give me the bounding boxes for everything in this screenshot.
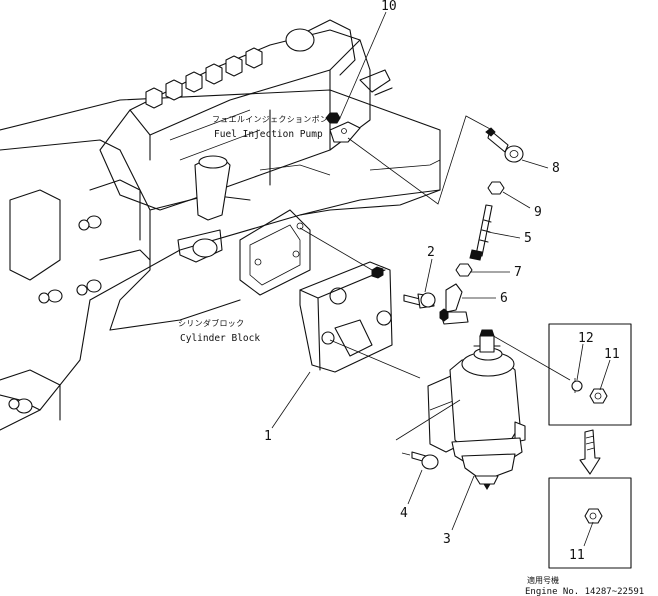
part-number-3: 3 — [443, 532, 451, 547]
cylinder-block-outline — [0, 89, 441, 431]
leader-lines — [271, 11, 611, 547]
part-number-9: 9 — [534, 205, 542, 220]
cylinder-block-label-en: Cylinder Block — [180, 333, 260, 344]
part-number-6: 6 — [500, 291, 508, 306]
bolt-part-2 — [403, 292, 436, 309]
delivery-valves — [145, 47, 263, 109]
block-bolt-heads — [8, 215, 102, 414]
part-number-11-lower: 11 — [569, 548, 585, 563]
part-number-11-upper: 11 — [604, 347, 620, 362]
cylinder-block-label-jp: シリンダブロック — [178, 318, 244, 328]
part-number-12: 12 — [578, 331, 594, 346]
elbow-fitting-part-6 — [439, 283, 469, 325]
nut-part-7 — [455, 263, 473, 277]
fuel-injection-pump-drawing — [99, 19, 393, 263]
part-number-4: 4 — [400, 506, 408, 521]
fuel-pump-label-jp: フュエルインジェクションポンプ — [212, 115, 336, 124]
feed-assembly — [427, 329, 526, 490]
fuel-pump-label-en: Fuel Injection Pump — [214, 129, 323, 140]
mounting-bracket — [299, 261, 393, 373]
part-number-7: 7 — [514, 265, 522, 280]
bolt-part-4 — [401, 451, 439, 470]
part-number-5: 5 — [524, 231, 532, 246]
pipe-part-5 — [469, 204, 493, 261]
detail-box-lower — [548, 477, 632, 569]
part-number-8: 8 — [552, 161, 560, 176]
nut-part-9 — [487, 181, 505, 195]
detail-box-upper — [548, 323, 632, 426]
banjo-fitting-part-8 — [485, 127, 524, 163]
part-number-2: 2 — [427, 245, 435, 260]
applicability-label-jp: 適用号機 — [527, 575, 559, 585]
part-number-10: 10 — [381, 0, 397, 14]
engine-serial-range: Engine No. 14287~22591 — [525, 587, 644, 596]
part-number-1: 1 — [264, 429, 272, 444]
arrow-down-icon — [579, 429, 601, 475]
